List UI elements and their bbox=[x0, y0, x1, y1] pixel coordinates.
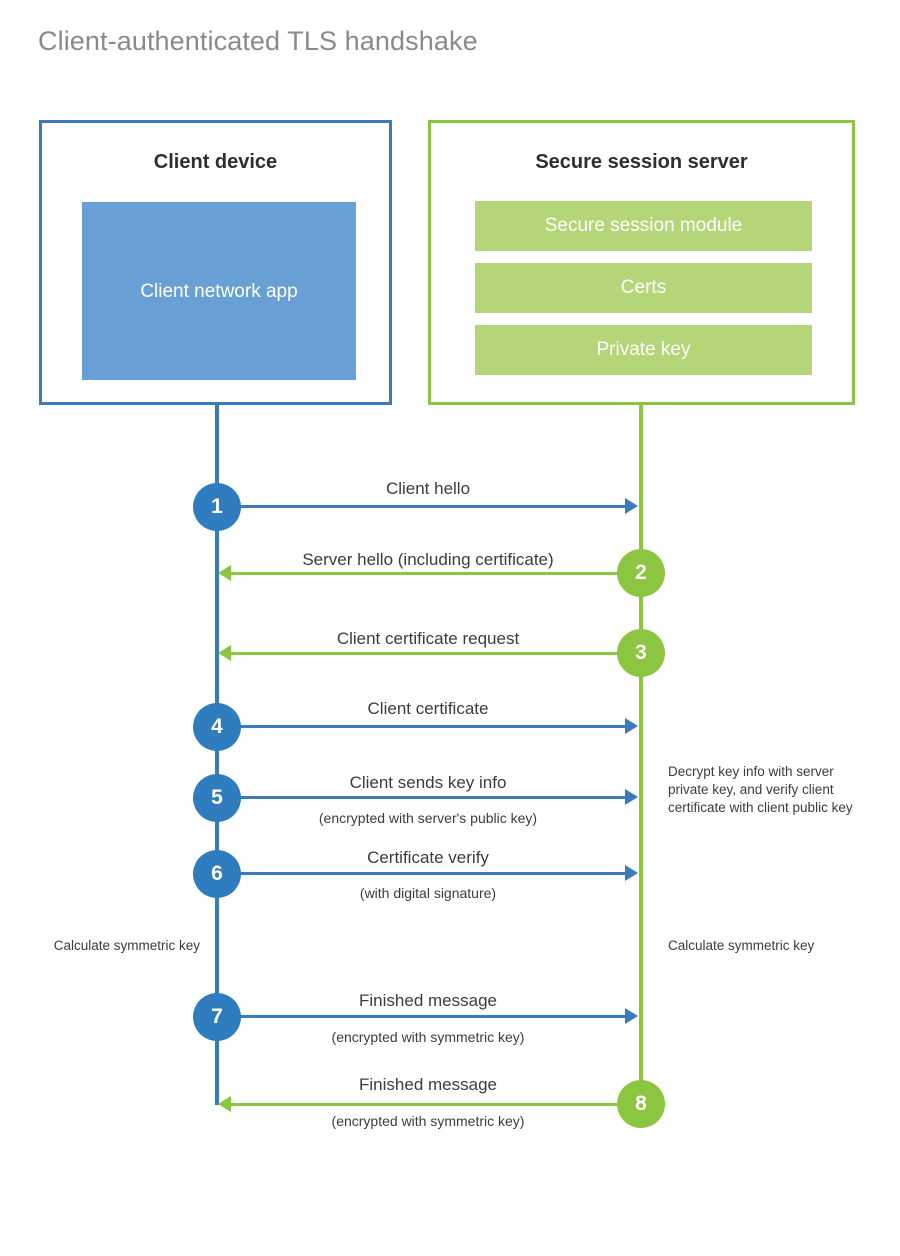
client-network-app-block: Client network app bbox=[82, 202, 356, 380]
secure-session-server-title: Secure session server bbox=[535, 151, 748, 173]
arrow-head-6 bbox=[625, 865, 638, 881]
annotation-server-decrypt: Decrypt key info with server private key… bbox=[668, 764, 853, 815]
secure-session-server-box: Secure session server Secure session mod… bbox=[428, 120, 855, 405]
page-title: Client-authenticated TLS handshake bbox=[38, 26, 478, 56]
message-label-6: Certificate verify bbox=[367, 848, 489, 867]
message-label-3: Client certificate request bbox=[336, 629, 520, 648]
message-sublabel-5: (encrypted with server's public key) bbox=[318, 810, 538, 826]
client-lifeline bbox=[215, 405, 219, 1105]
message-line-2 bbox=[231, 572, 639, 575]
arrow-head-8 bbox=[218, 1096, 231, 1112]
message-sublabel-6: (with digital signature) bbox=[359, 885, 497, 901]
arrow-head-4 bbox=[625, 718, 638, 734]
message-label-1: Client hello bbox=[385, 479, 471, 498]
message-label-8: Finished message bbox=[359, 1075, 497, 1094]
message-sublabel-8: (encrypted with symmetric key) bbox=[331, 1113, 525, 1129]
message-line-8 bbox=[231, 1103, 639, 1106]
client-device-title: Client device bbox=[153, 151, 278, 173]
annotation-client-calculate-symmetric-key: Calculate symmetric key bbox=[53, 938, 200, 953]
annotation-server-calculate-symmetric-key: Calculate symmetric key bbox=[668, 938, 815, 953]
arrow-head-5 bbox=[625, 789, 638, 805]
message-label-2: Server hello (including certificate) bbox=[302, 550, 554, 569]
server-lifeline bbox=[639, 405, 643, 1105]
client-device-box: Client device Client network app bbox=[39, 120, 392, 405]
server-component-secure-session-module: Secure session module bbox=[475, 201, 812, 251]
message-line-4 bbox=[217, 725, 625, 728]
arrow-head-2 bbox=[218, 565, 231, 581]
server-component-private-key: Private key bbox=[475, 325, 812, 375]
message-label-5: Client sends key info bbox=[349, 773, 507, 792]
step-circle-8[interactable]: 8 bbox=[617, 1080, 665, 1128]
message-line-7 bbox=[217, 1015, 625, 1018]
arrow-head-1 bbox=[625, 498, 638, 514]
step-circle-5[interactable]: 5 bbox=[193, 774, 241, 822]
step-circle-1[interactable]: 1 bbox=[193, 483, 241, 531]
arrow-head-7 bbox=[625, 1008, 638, 1024]
arrow-head-3 bbox=[218, 645, 231, 661]
step-circle-4[interactable]: 4 bbox=[193, 703, 241, 751]
message-sublabel-7: (encrypted with symmetric key) bbox=[331, 1029, 525, 1045]
message-line-3 bbox=[231, 652, 639, 655]
message-label-4: Client certificate bbox=[367, 699, 489, 718]
step-circle-6[interactable]: 6 bbox=[193, 850, 241, 898]
message-label-7: Finished message bbox=[359, 991, 497, 1010]
step-circle-2[interactable]: 2 bbox=[617, 549, 665, 597]
step-circle-3[interactable]: 3 bbox=[617, 629, 665, 677]
message-line-6 bbox=[217, 872, 625, 875]
message-line-1 bbox=[217, 505, 625, 508]
server-component-certs: Certs bbox=[475, 263, 812, 313]
message-line-5 bbox=[217, 796, 625, 799]
step-circle-7[interactable]: 7 bbox=[193, 993, 241, 1041]
